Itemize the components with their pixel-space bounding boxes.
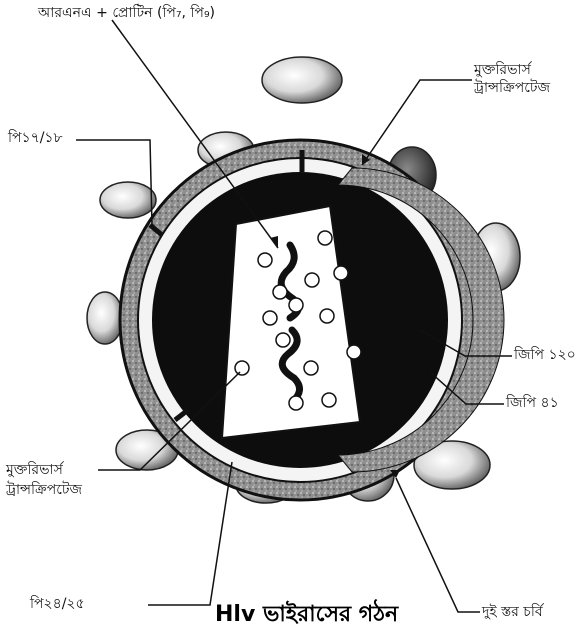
label-reverse-transcriptase-top-2: ট্রান্সক্রিপটেজ: [474, 80, 550, 97]
label-gp41: জিপি ৪১: [506, 395, 559, 412]
label-reverse-transcriptase-left-2: ট্রান্সক্রিপটেজ: [6, 482, 82, 499]
label-reverse-transcriptase-left-1: মুক্তরিভার্স: [6, 462, 63, 479]
diagram-title: Hlv ভাইরাসের গঠন: [215, 597, 398, 634]
label-p24-25: পি২৪/২৫: [30, 596, 85, 613]
label-lipid-bilayer: দুই স্তর চর্বি: [482, 604, 543, 621]
label-rna-protein: আরএনএ + প্রোটিন (পি₇, পি₉): [38, 5, 215, 22]
label-p17-18: পি১৭/১৮: [8, 130, 63, 147]
label-reverse-transcriptase-top-1: মুক্তরিভার্স: [474, 62, 531, 79]
label-gp120: জিপি ১২০: [514, 347, 576, 364]
